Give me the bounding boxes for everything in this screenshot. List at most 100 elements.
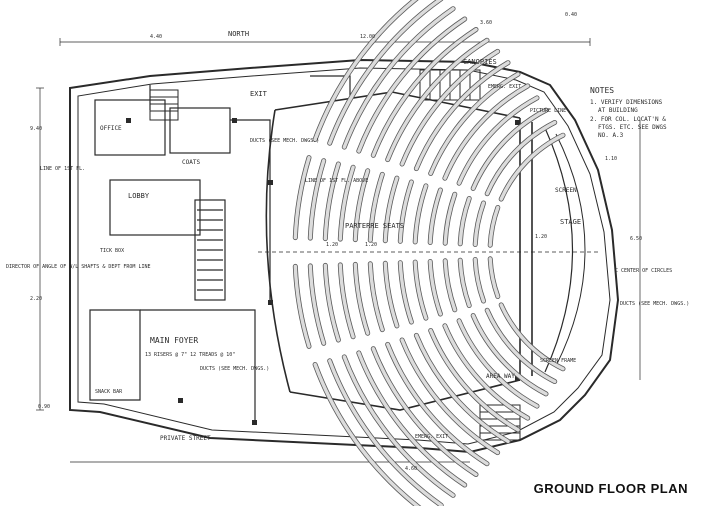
seat-row [458,196,471,246]
seat-row [386,38,489,162]
screen-label: SCREEN [555,187,577,194]
dim-top-3: 3.60 [480,20,492,26]
seat-row [485,308,557,384]
seat-row [499,133,565,201]
seat-row [398,261,414,324]
seat-row [308,264,326,345]
seat-row [342,6,455,149]
note-2b: FTGS. ETC. SEE DWGS [598,124,667,131]
stage-label: STAGE [560,218,581,226]
dim-right-2: 1.10 [605,156,617,162]
seat-row [457,96,539,185]
seat-row [313,0,418,142]
plan-caption: GROUND FLOOR PLAN [533,481,688,496]
seat-row [400,338,500,455]
seat-row [308,159,326,240]
dim-top-1: 4.40 [150,34,162,40]
seat-row [429,72,520,176]
seat-row [338,263,355,339]
seat-row [371,27,478,157]
seat-row [323,162,341,241]
ducts-left-label: DUCTS (SEE MECH. DWGS.) [250,138,319,144]
seat-row [413,260,428,320]
seat-row [471,313,548,396]
ducts-center-label: DUCTS (SEE MECH. DWGS.) [200,366,269,372]
canopies-label: CANOPIES [463,58,497,66]
seat-row [400,49,500,166]
seat-row [488,205,500,247]
seat-row [386,342,489,466]
seat-row [368,172,384,242]
dim-left-2: 2.20 [30,296,42,302]
seat-row [473,201,486,247]
screen-frame-label: SCREEN FRAME [540,358,576,364]
office-label: OFFICE [100,125,122,132]
seat-row [457,319,539,408]
coats-label: COATS [182,159,200,166]
seat-row [443,259,457,312]
dim-aisle-3: 1.20 [535,234,547,240]
seat-row-outline [484,307,558,384]
parterre-seating [292,0,566,506]
seat-row [428,188,443,245]
seat-row [414,61,510,171]
note-2c: NO. A.3 [598,132,624,139]
seat-row [383,176,399,243]
seat-row [473,257,486,303]
director-note: DIRECTOR OF ANGLE OF W/L SHAFTS & DEPT F… [6,264,151,270]
seat-row [485,120,557,196]
notes-title: NOTES [590,86,614,95]
center-of-circles-label: C CENTER OF CIRCLES [615,268,672,274]
note-2: 2. FOR COL. LOCAT'N & [590,116,666,123]
ducts-right-label: DUCTS (SEE MECH. DWGS.) [620,301,689,307]
exit-label: EXIT [250,90,268,98]
emerg-exit-bottom-label: EMERG. EXIT [415,434,448,440]
seat-row [368,262,384,332]
picture-line-label: PICTURE LINE [530,108,566,114]
seat-row [338,165,355,241]
tick-box-label: TICK BOX [100,248,124,254]
seat-row [488,257,500,299]
dim-right-1: 6.50 [630,236,642,242]
left-rooms [89,75,351,425]
seat-row [398,180,414,243]
seat-row [353,262,370,335]
parterre-seats-label: PARTERRE SEATS [345,222,404,230]
dim-top-4: 12.00 [360,34,375,40]
seat-row [342,355,455,497]
seat-row [471,108,548,191]
dim-aisle-2: 1.20 [365,242,377,248]
note-1: 1. VERIFY DIMENSIONS [590,99,663,106]
seat-row-outline [484,120,558,197]
line-first-floor-label: LINE OF 1ST FL. ABOVE [305,178,368,184]
seat-row [357,351,467,487]
seat-row [443,324,530,420]
dim-aisle-1: 1.20 [326,242,338,248]
seat-row [328,359,443,506]
seat-row [499,303,565,371]
seat-row [323,263,341,342]
lobby-label: LOBBY [128,192,150,200]
seat-row [293,155,311,240]
emerg-exit-top-label: EMERG. EXIT [488,84,521,90]
seat-row [383,261,399,328]
seat-row [371,347,478,477]
line-first-fl-left-label: LINE OF 1ST FL. [40,166,85,172]
seat-row [328,0,443,145]
seat-row [443,192,457,245]
area-way-label: AREA WAY [486,373,515,380]
seat-row [458,258,471,308]
snack-bar-label: SNACK BAR [95,389,123,395]
seat-row [293,264,311,349]
seat-row [414,333,510,443]
note-1b: AT BUILDING [598,107,638,114]
north-label: NORTH [228,30,249,38]
seat-row [429,328,520,432]
seat-row [428,259,443,316]
dim-top-2: 0.40 [565,12,577,18]
seat-row [353,169,370,242]
stairs-note: 13 RISERS @ 7" 12 TREADS @ 10" [145,352,235,358]
dim-bottom-1: 4.60 [405,466,417,472]
